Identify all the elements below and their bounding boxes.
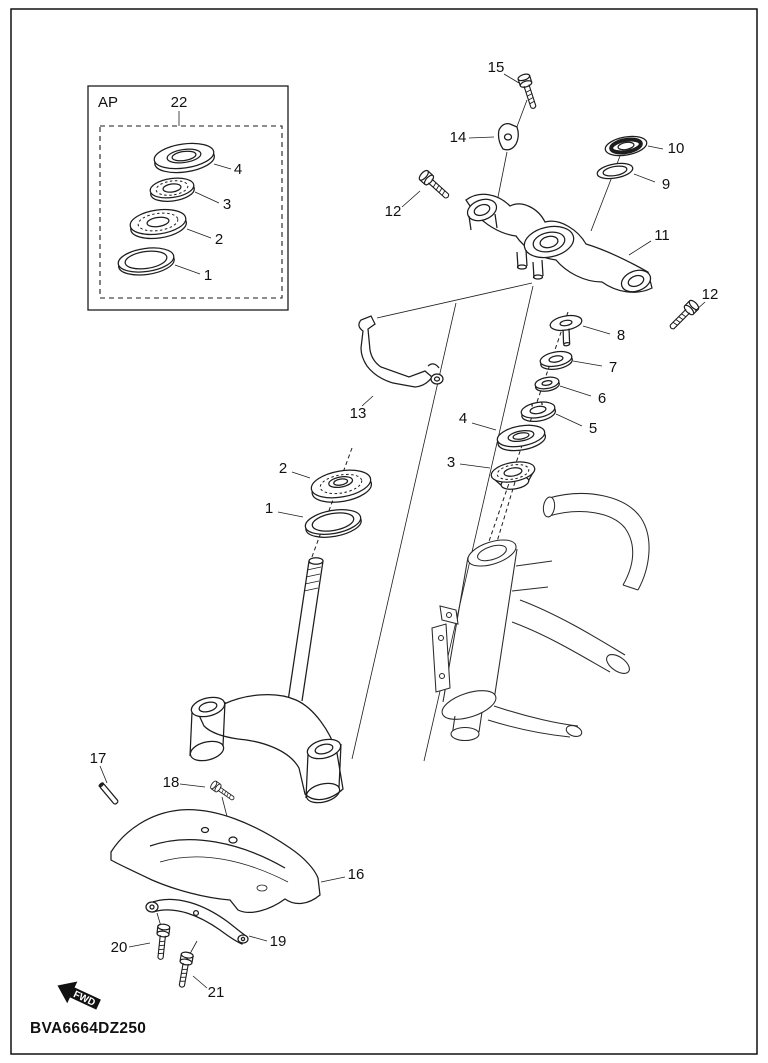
callout-9: 9 — [662, 176, 670, 193]
callout-14: 14 — [450, 129, 467, 146]
inset-part-3 — [149, 177, 195, 202]
part-2-bearing — [310, 469, 373, 503]
callout-13: 13 — [350, 405, 367, 422]
callout-8: 8 — [617, 327, 625, 344]
inset-part-1 — [117, 247, 175, 276]
part-11-upper-bracket — [465, 193, 653, 293]
part-17-pin — [98, 782, 119, 805]
callout-1: 1 — [265, 500, 273, 517]
callout-inset-3: 3 — [223, 196, 231, 213]
part-7-washer — [539, 350, 573, 371]
callout-18: 18 — [163, 774, 180, 791]
callout-22: 22 — [171, 94, 188, 111]
callout-inset-2: 2 — [215, 231, 223, 248]
part-16-front-fender — [110, 809, 321, 913]
part-6-washer — [534, 376, 560, 392]
callout-21: 21 — [208, 984, 225, 1001]
part-4-bearing-cover — [496, 424, 547, 452]
part-19-fender-stay — [145, 898, 249, 945]
part-9-washer — [596, 162, 634, 180]
callout-4: 4 — [459, 410, 467, 427]
callout-3: 3 — [447, 454, 455, 471]
callout-12-right: 12 — [702, 286, 719, 303]
inset-callouts: 22 4 3 2 1 — [171, 94, 243, 284]
inset-part-2 — [129, 208, 187, 240]
frame-drawing — [431, 493, 650, 742]
callout-11: 11 — [654, 227, 670, 244]
inset-part-4 — [153, 142, 215, 174]
callout-20: 20 — [111, 939, 128, 956]
part-10-bearing-cap — [604, 135, 648, 157]
callout-12-left: 12 — [385, 203, 402, 220]
part-code: BVA6664DZ250 — [30, 1020, 146, 1037]
inset-label: AP — [98, 94, 118, 111]
leader-lines — [99, 73, 706, 989]
part-13-wire-guide — [358, 315, 444, 388]
callout-inset-4: 4 — [234, 161, 242, 178]
callout-6: 6 — [598, 390, 606, 407]
part-3-bearing — [490, 461, 536, 490]
callout-7: 7 — [609, 359, 617, 376]
part-1-seal-ring — [304, 509, 362, 538]
inset-box: AP — [87, 85, 289, 311]
part-8-washer — [549, 314, 583, 347]
callout-2: 2 — [279, 460, 287, 477]
callout-inset-1: 1 — [204, 267, 212, 284]
part-14-bracket — [497, 123, 519, 151]
part-steering-stem-lower-bracket — [189, 557, 344, 804]
callout-16: 16 — [348, 866, 365, 883]
callout-15: 15 — [488, 59, 505, 76]
callout-5: 5 — [589, 420, 597, 437]
callout-19: 19 — [270, 933, 287, 950]
part-5-ring-nut — [520, 401, 557, 423]
callout-17: 17 — [90, 750, 107, 767]
callout-10: 10 — [668, 140, 685, 157]
main-callouts: 15 14 10 9 12 11 12 8 7 6 5 4 13 3 2 1 1… — [90, 59, 719, 1001]
